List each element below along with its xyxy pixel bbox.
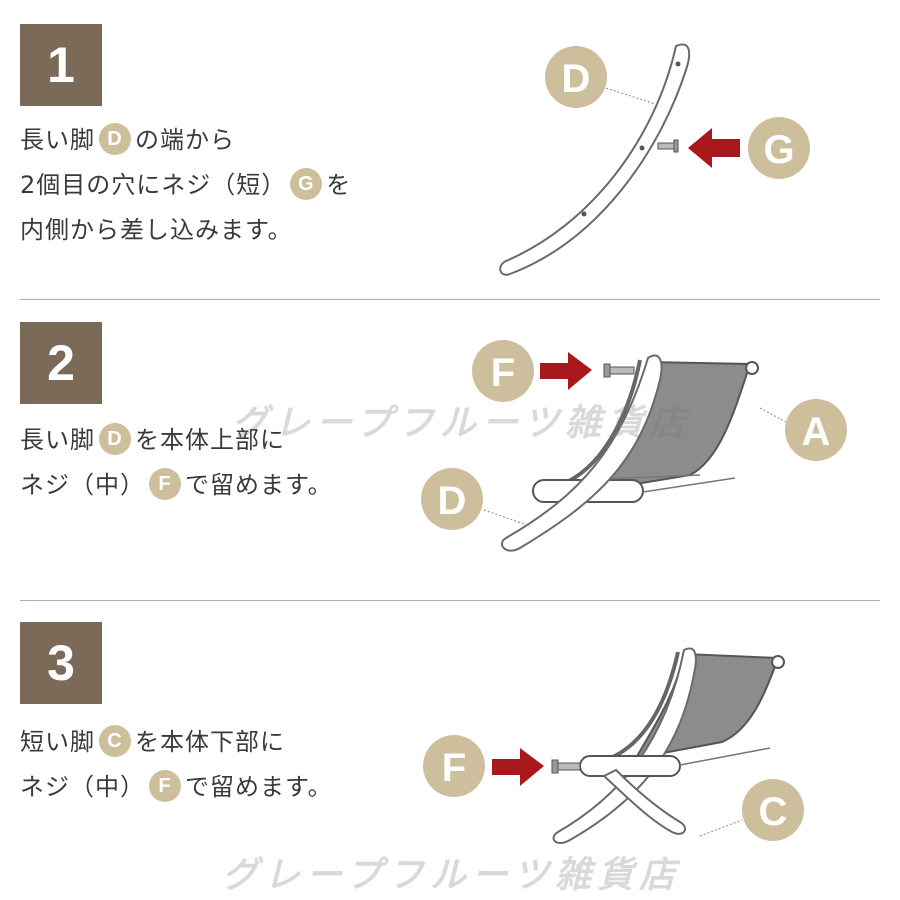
instruction-text: を本体上部に (135, 426, 285, 454)
label-a: A (802, 410, 831, 454)
part-badge: D (99, 423, 131, 455)
instruction-text: ネジ（中） (20, 773, 145, 801)
part-badge: D (99, 123, 131, 155)
label-c: C (759, 790, 788, 834)
label-g: G (763, 128, 794, 172)
instruction-text: で留めます。 (185, 773, 333, 801)
screw-g (657, 139, 679, 153)
label-d-badge (421, 468, 483, 530)
instruction-text: の端から (135, 126, 235, 154)
label-d: D (562, 57, 591, 101)
instruction-line: 内側から差し込みます。 (20, 208, 351, 253)
step-number: 3 (20, 622, 102, 704)
label-f: F (491, 351, 515, 395)
watermark: グレープフルーツ雑貨店 (222, 855, 682, 896)
instruction-text: 長い脚 (20, 426, 95, 454)
arrow-icon (688, 128, 740, 168)
divider (20, 299, 880, 300)
instruction-text: 長い脚 (20, 126, 95, 154)
label-a-badge (785, 399, 847, 461)
arrow-icon (540, 352, 592, 390)
part-badge: F (149, 770, 181, 802)
instruction-text: 2個目の穴にネジ（短） (20, 171, 287, 199)
label-f: F (442, 746, 466, 790)
part-badge: G (290, 168, 323, 200)
instruction-text: ネジ（中） (20, 471, 145, 499)
watermark: グレープフルーツ雑貨店 (232, 403, 692, 444)
short-leg-c (602, 768, 687, 835)
label-f-badge (472, 340, 534, 402)
long-leg-d (501, 354, 663, 552)
step-2-illustration: F A D (421, 340, 847, 552)
front-rod (579, 755, 681, 777)
step-1-illustration: D G (499, 43, 810, 276)
label-f-badge (423, 735, 485, 797)
instruction-text: 内側から差し込みます。 (20, 216, 293, 244)
screw-f (603, 363, 635, 378)
label-d: D (438, 479, 467, 523)
step-number: 1 (20, 24, 102, 106)
part-badge: C (99, 725, 131, 757)
part-badge: F (149, 468, 181, 500)
screw-f (551, 759, 581, 774)
label-d-badge (545, 46, 607, 108)
arrow-icon (492, 748, 544, 786)
divider (20, 600, 880, 601)
instruction-text: 短い脚 (20, 728, 95, 756)
long-leg-d (499, 43, 691, 276)
instruction-text: で留めます。 (185, 471, 333, 499)
instruction-text: を (326, 171, 352, 199)
step-number: 2 (20, 322, 102, 404)
label-g-badge (748, 117, 810, 179)
label-c-badge (742, 779, 804, 841)
instruction-text: を本体下部に (135, 728, 285, 756)
step-3-illustration: F C (423, 647, 804, 844)
